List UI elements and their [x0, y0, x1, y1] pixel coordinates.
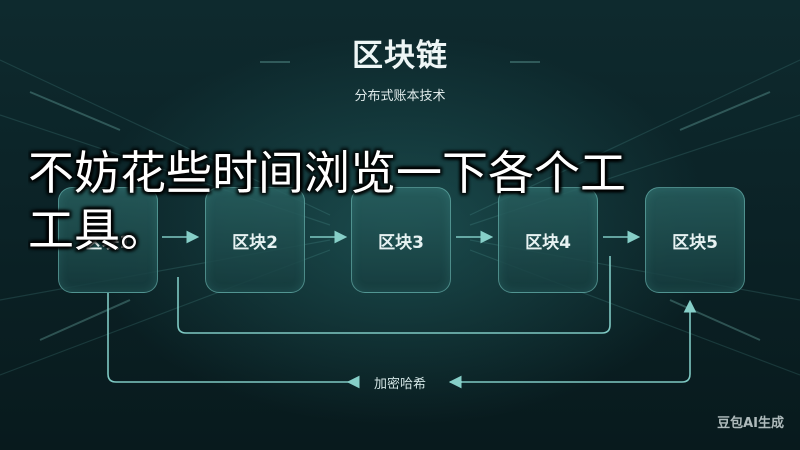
inner-link-line — [177, 256, 611, 334]
ai-generated-watermark: 豆包AI生成 — [717, 416, 784, 431]
block-4-label: 区块4 — [525, 232, 571, 253]
diagram-subtitle: 分布式账本技术 — [354, 89, 446, 104]
block-3-label: 区块3 — [378, 232, 424, 253]
overlay-caption-line-1: 不妨花些时间浏览一下各个工 — [28, 146, 626, 200]
block-2: 区块2 — [205, 187, 305, 293]
overlay-caption: 不妨花些时间浏览一下各个工 工具。 — [28, 145, 800, 265]
block-5-label: 区块5 — [672, 232, 718, 253]
outer-link-line-right — [450, 299, 697, 383]
block-3: 区块3 — [351, 187, 451, 293]
block-2-label: 区块2 — [232, 232, 278, 253]
overlay-caption-line-2: 工具。 — [28, 203, 166, 257]
diagram-title: 区块链 — [352, 38, 448, 74]
hash-label: 加密哈希 — [373, 377, 426, 392]
block-1: 区块1 — [58, 187, 158, 293]
outer-link-line — [107, 293, 350, 383]
block-5: 区块5 — [645, 187, 745, 293]
block-4: 区块4 — [498, 187, 598, 293]
block-1-label: 区块1 — [85, 232, 131, 253]
